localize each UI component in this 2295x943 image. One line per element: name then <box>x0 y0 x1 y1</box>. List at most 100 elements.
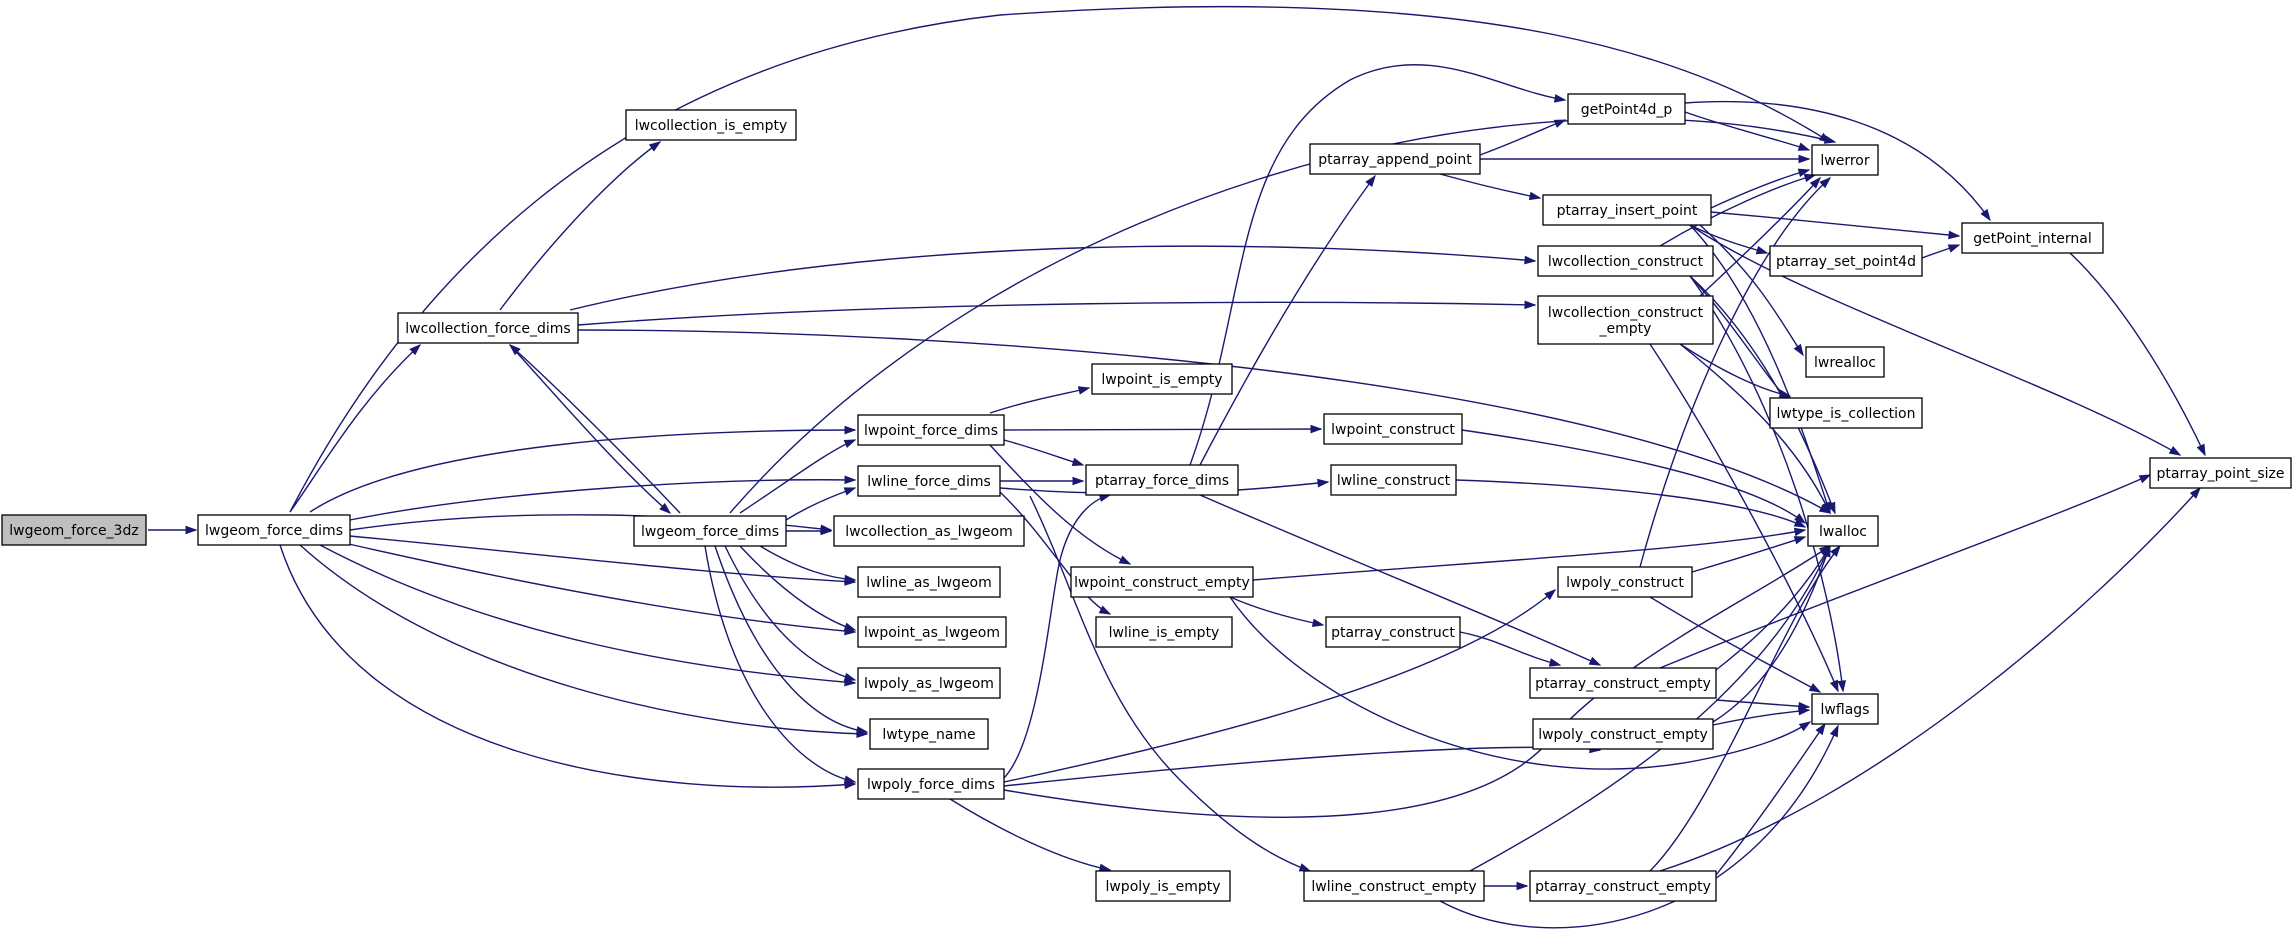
arrowhead <box>1797 142 1811 151</box>
node-box[interactable] <box>1 514 147 546</box>
node-lwgeom-force-3dz[interactable]: lwgeom_force_3dz <box>1 514 147 546</box>
node-lwpoint-force-dims[interactable]: lwpoint_force_dims <box>857 414 1005 446</box>
node-ptarray-insert-point[interactable]: ptarray_insert_point <box>1542 194 1712 226</box>
node-lwrealloc[interactable]: lwrealloc <box>1805 346 1885 378</box>
node-box[interactable] <box>1091 363 1233 395</box>
node-box[interactable] <box>1095 616 1233 648</box>
node-box[interactable] <box>1095 870 1231 902</box>
node-lwgeom-force-dims-a[interactable]: lwgeom_force_dims <box>197 514 351 546</box>
node-lwtype-is-collection[interactable]: lwtype_is_collection <box>1769 397 1923 429</box>
node-box[interactable] <box>1309 143 1481 175</box>
node-box[interactable] <box>1303 870 1485 902</box>
node-lwpoint-is-empty[interactable]: lwpoint_is_empty <box>1091 363 1233 395</box>
node-box[interactable] <box>1769 245 1923 277</box>
call-edge <box>704 545 857 784</box>
node-lwpoint-as-lwgeom[interactable]: lwpoint_as_lwgeom <box>857 616 1007 648</box>
node-lwline-force-dims[interactable]: lwline_force_dims <box>857 465 1001 497</box>
node-ptarray-construct[interactable]: ptarray_construct <box>1325 616 1461 648</box>
node-lwcollection-force-dims[interactable]: lwcollection_force_dims <box>397 312 579 344</box>
node-lwcollection-as-lwgeom[interactable]: lwcollection_as_lwgeom <box>833 515 1025 547</box>
node-box[interactable] <box>1085 464 1239 496</box>
node-box[interactable] <box>1325 616 1461 648</box>
arrowhead <box>1072 476 1085 486</box>
call-edge <box>1659 474 2152 669</box>
node-lwcollection-is-empty[interactable]: lwcollection_is_empty <box>625 109 797 141</box>
node-box[interactable] <box>857 616 1007 648</box>
node-box[interactable] <box>1537 245 1714 277</box>
node-box[interactable] <box>1529 870 1717 902</box>
node-lwcollection-construct[interactable]: lwcollection_construct <box>1537 245 1714 277</box>
call-edge <box>279 544 857 790</box>
call-edge <box>1712 706 1811 726</box>
node-box[interactable] <box>857 667 1001 699</box>
call-edge <box>714 545 869 735</box>
node-lwgeom-force-dims-b[interactable]: lwgeom_force_dims <box>633 515 787 547</box>
arrowhead <box>1798 154 1811 164</box>
node-box[interactable] <box>625 109 797 141</box>
node-box[interactable] <box>1811 693 1879 725</box>
node-ptarray-point-size[interactable]: ptarray_point_size <box>2149 457 2292 489</box>
node-lwpoly-is-empty[interactable]: lwpoly_is_empty <box>1095 870 1231 902</box>
node-ptarray-construct-empty-b[interactable]: ptarray_construct_empty <box>1529 870 1717 902</box>
node-label: lwpoint_is_empty <box>1101 372 1222 388</box>
node-box[interactable] <box>1961 222 2104 254</box>
node-box[interactable] <box>1567 93 1686 125</box>
node-lwpoint-construct-empty[interactable]: lwpoint_construct_empty <box>1070 566 1254 598</box>
node-box[interactable] <box>857 465 1001 497</box>
node-label: ptarray_append_point <box>1318 152 1472 168</box>
call-edge <box>1199 494 1602 666</box>
node-lwtype-name[interactable]: lwtype_name <box>869 718 989 750</box>
node-box[interactable] <box>1805 346 1885 378</box>
edge-ptarray_insert_point-to-lwerror <box>1710 169 1810 209</box>
call-edge <box>1921 244 1961 259</box>
arrowhead <box>1808 683 1822 693</box>
node-box[interactable] <box>857 768 1005 800</box>
edge-lwgeom_force_dims_b-to-lwpoly_as_lwgeom <box>724 545 856 681</box>
node-box[interactable] <box>857 414 1005 446</box>
node-getPoint-internal[interactable]: getPoint_internal <box>1961 222 2104 254</box>
arrowhead <box>1837 680 1847 693</box>
node-lwalloc[interactable]: lwalloc <box>1807 515 1879 547</box>
node-box[interactable] <box>1330 464 1457 496</box>
node-lwflags[interactable]: lwflags <box>1811 693 1879 725</box>
node-lwerror[interactable]: lwerror <box>1811 144 1879 176</box>
node-box[interactable] <box>1537 295 1714 345</box>
node-lwline-is-empty[interactable]: lwline_is_empty <box>1095 616 1233 648</box>
node-lwline-construct-empty[interactable]: lwline_construct_empty <box>1303 870 1485 902</box>
node-lwline-construct[interactable]: lwline_construct <box>1330 464 1457 496</box>
node-lwpoint-construct[interactable]: lwpoint_construct <box>1323 413 1463 445</box>
node-getPoint4d-p[interactable]: getPoint4d_p <box>1567 93 1686 125</box>
node-lwcollection-construct-empty[interactable]: lwcollection_construct_empty <box>1537 295 1714 345</box>
node-ptarray-append-point[interactable]: ptarray_append_point <box>1309 143 1481 175</box>
node-box[interactable] <box>857 566 1001 598</box>
call-edge <box>1439 173 1542 201</box>
node-box[interactable] <box>2149 457 2292 489</box>
node-box[interactable] <box>1542 194 1712 226</box>
node-box[interactable] <box>633 515 787 547</box>
node-box[interactable] <box>197 514 351 546</box>
node-lwpoly-construct[interactable]: lwpoly_construct <box>1557 566 1693 598</box>
node-ptarray-set-point4d[interactable]: ptarray_set_point4d <box>1769 245 1923 277</box>
node-box[interactable] <box>1807 515 1879 547</box>
node-ptarray-construct-empty-a[interactable]: ptarray_construct_empty <box>1529 667 1717 699</box>
node-lwpoly-construct-empty[interactable]: lwpoly_construct_empty <box>1532 718 1714 750</box>
arrowhead <box>843 487 857 496</box>
node-box[interactable] <box>1769 397 1923 429</box>
node-box[interactable] <box>1557 566 1693 598</box>
node-box[interactable] <box>869 718 989 750</box>
node-box[interactable] <box>1811 144 1879 176</box>
node-box[interactable] <box>1529 667 1717 699</box>
arrowhead <box>843 672 857 682</box>
node-lwpoly-as-lwgeom[interactable]: lwpoly_as_lwgeom <box>857 667 1001 699</box>
node-box[interactable] <box>1323 413 1463 445</box>
node-box[interactable] <box>397 312 579 344</box>
node-box[interactable] <box>833 515 1025 547</box>
node-lwline-as-lwgeom[interactable]: lwline_as_lwgeom <box>857 566 1001 598</box>
node-box[interactable] <box>1070 566 1254 598</box>
edge-lwcollection_construct_empty-to-lwerror <box>1699 177 1821 297</box>
node-box[interactable] <box>1532 718 1714 750</box>
edge-lwpoly_force_dims-to-ptarray_force_dims <box>1003 494 1111 779</box>
node-ptarray-force-dims[interactable]: ptarray_force_dims <box>1085 464 1239 496</box>
node-lwpoly-force-dims[interactable]: lwpoly_force_dims <box>857 768 1005 800</box>
edge-ptarray_insert_point-to-ptarray_point_size <box>1689 224 2181 456</box>
